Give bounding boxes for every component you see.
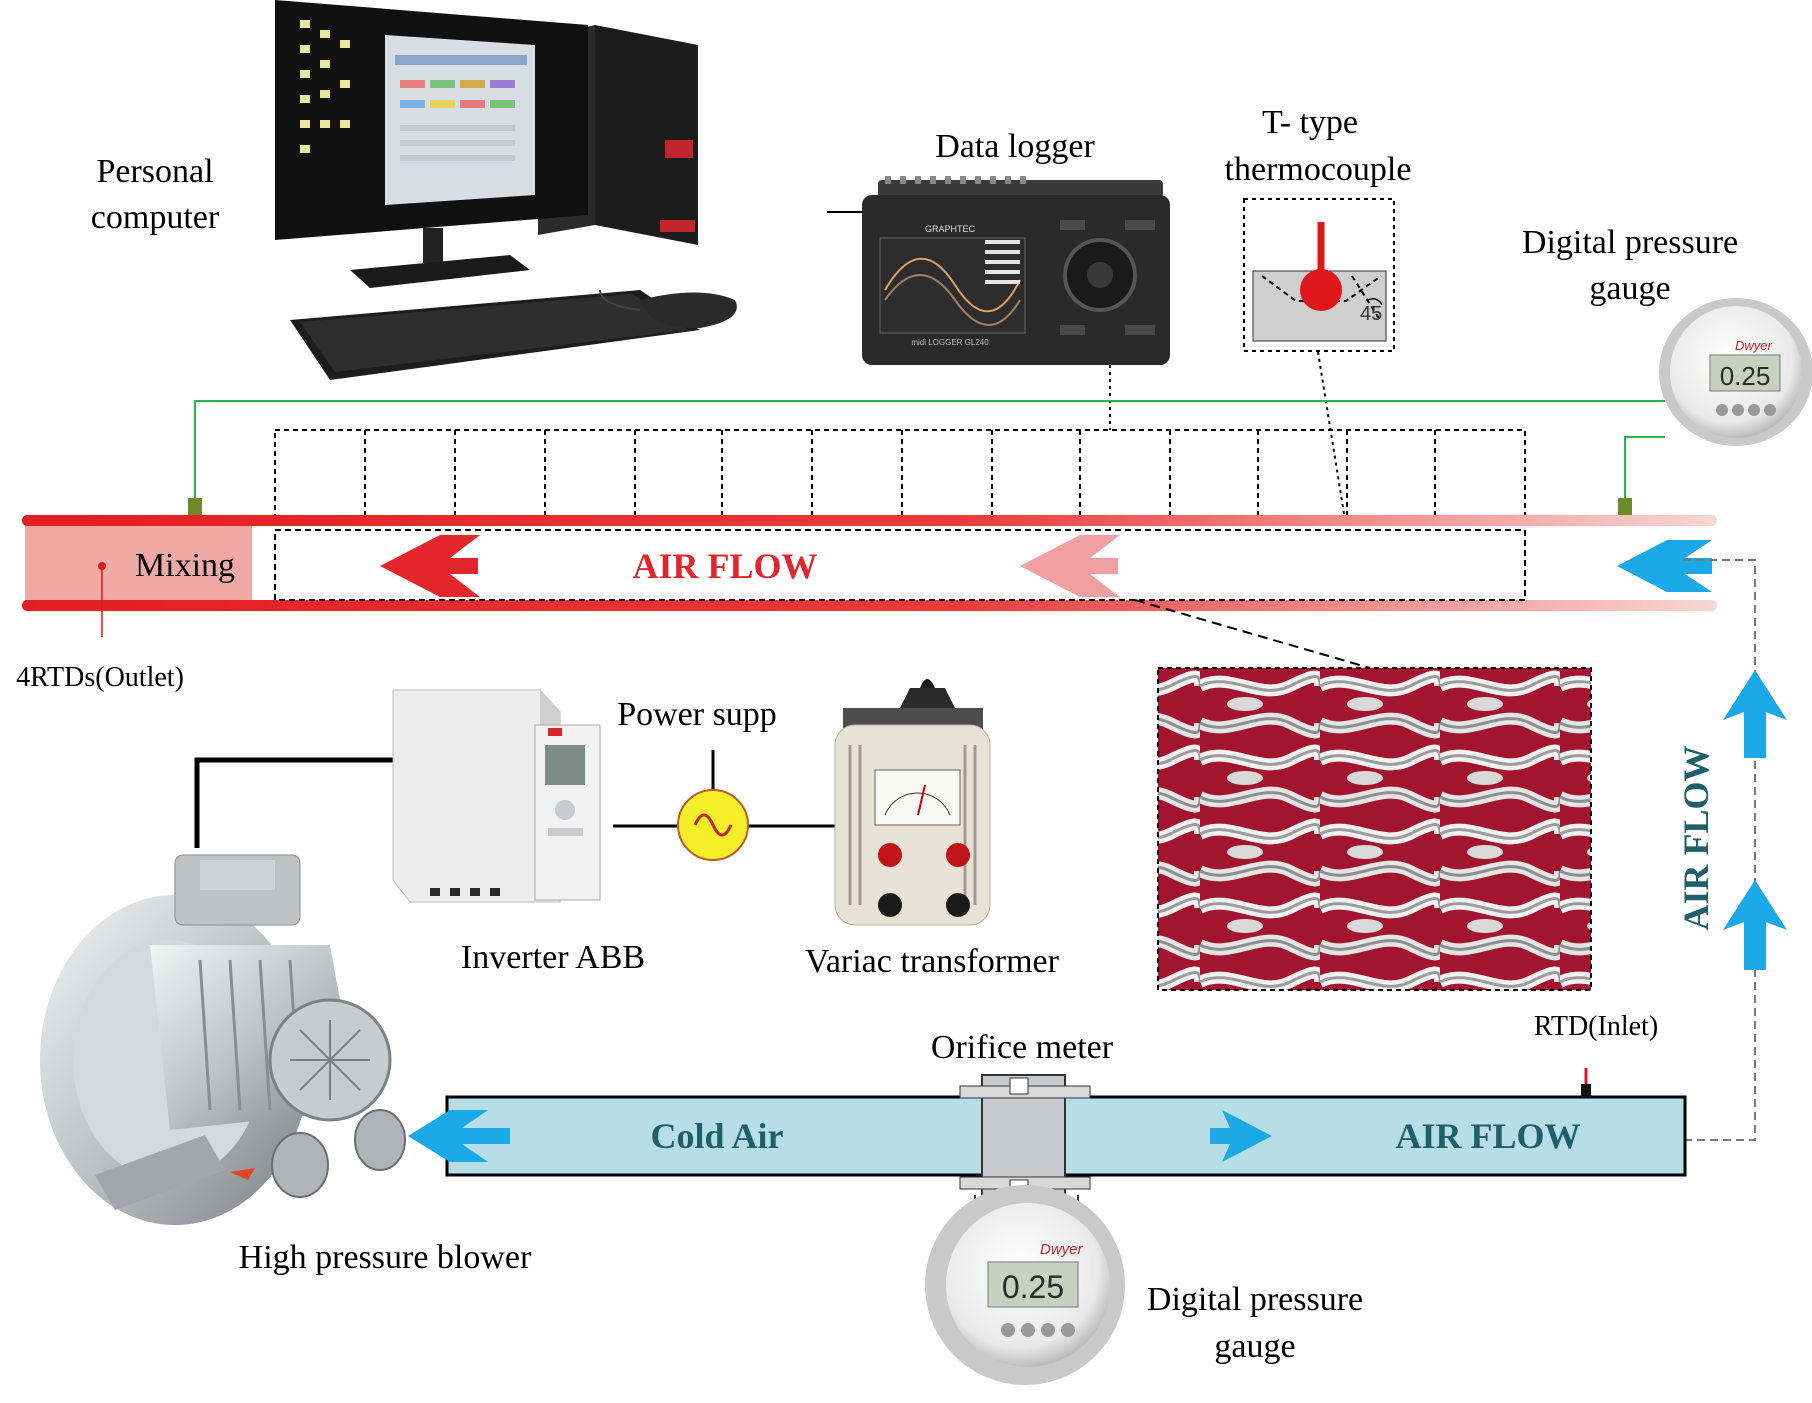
personal-computer-label: Personal	[96, 153, 213, 190]
air-flow-arrow-cold	[1210, 1110, 1272, 1162]
air-flow-arrow-warm	[1020, 535, 1120, 597]
inlet-rtd-base	[1581, 1084, 1591, 1098]
air-flow-label-bottom: AIR FLOW	[1395, 1116, 1580, 1156]
blower-label: High pressure blower	[239, 1239, 532, 1276]
personal-computer-label-line2: computer	[91, 199, 220, 236]
rtd-inlet-label: RTD(Inlet)	[1534, 1011, 1658, 1042]
orifice-label: Orifice meter	[931, 1029, 1114, 1066]
thermocouple-label-line2: thermocouple	[1225, 151, 1412, 188]
thermocouple-inset: 45	[1243, 198, 1395, 352]
pressure-gauge-top: Dwyer 0.25	[1659, 298, 1812, 446]
pressure-gauge-bottom: Dwyer 0.25	[925, 1185, 1125, 1385]
logger-brand: GRAPHTEC	[925, 224, 976, 234]
thermocouple-array	[274, 429, 1526, 526]
outlet-rtd-dot	[98, 562, 106, 570]
test-section-pipe	[22, 515, 1717, 611]
mesh-pointer	[1134, 599, 1371, 669]
high-pressure-blower	[40, 854, 406, 1225]
variac-transformer	[834, 679, 991, 926]
pressure-gauge-bottom-label-line2: gauge	[1214, 1328, 1295, 1365]
pressure-gauge-top-label: Digital pressure	[1522, 224, 1738, 261]
mixing-label: Mixing	[135, 547, 235, 584]
pressure-tap-line-outlet	[194, 400, 1665, 500]
thermocouple-bead	[1300, 269, 1342, 311]
orifice-meter	[959, 1074, 1091, 1225]
gauge-bottom-brand: Dwyer	[1040, 1241, 1084, 1258]
cold-air-label: Cold Air	[650, 1116, 783, 1156]
pressure-tap-inlet	[1618, 498, 1632, 516]
air-flow-arrow-up-1	[1723, 670, 1787, 758]
ac-power-supply-icon	[677, 789, 749, 861]
gauge-top-brand: Dwyer	[1735, 338, 1773, 353]
thermocouple-pointer	[1317, 351, 1346, 521]
air-flow-label-vertical: AIR FLOW	[1676, 745, 1716, 930]
air-flow-arrow-blower	[408, 1110, 510, 1162]
pressure-tap-outlet	[188, 498, 202, 516]
return-duct-line	[1680, 559, 1756, 1141]
personal-computer	[275, 0, 737, 380]
air-flow-label-top: AIR FLOW	[632, 546, 817, 586]
power-supply-label: Power supp	[617, 696, 777, 733]
data-logger-label: Data logger	[935, 128, 1095, 165]
thermocouple-angle: 45	[1360, 303, 1382, 325]
pressure-gauge-bottom-label: Digital pressure	[1147, 1281, 1363, 1318]
wire-mesh-insert-photo	[1157, 667, 1592, 991]
logger-model: midi LOGGER GL240	[911, 338, 989, 347]
air-flow-arrow-up-2	[1723, 880, 1787, 970]
inverter-label: Inverter ABB	[461, 939, 645, 976]
pressure-gauge-top-label-line2: gauge	[1589, 270, 1670, 307]
data-logger: GRAPHTEC midi LOGGER GL240	[862, 176, 1170, 365]
gauge-bottom-reading: 0.25	[1002, 1269, 1064, 1305]
thermocouple-label: T- type	[1262, 104, 1358, 141]
pressure-tap-line-inlet	[1624, 436, 1665, 500]
gauge-top-reading: 0.25	[1720, 361, 1771, 391]
blower-power-cable	[194, 757, 410, 848]
air-flow-arrow-inlet	[1617, 540, 1712, 592]
variac-label: Variac transformer	[805, 943, 1060, 980]
outlet-rtds-label: 4RTDs(Outlet)	[16, 662, 184, 693]
air-flow-arrow-hot	[380, 535, 480, 597]
inverter-abb	[392, 689, 601, 903]
